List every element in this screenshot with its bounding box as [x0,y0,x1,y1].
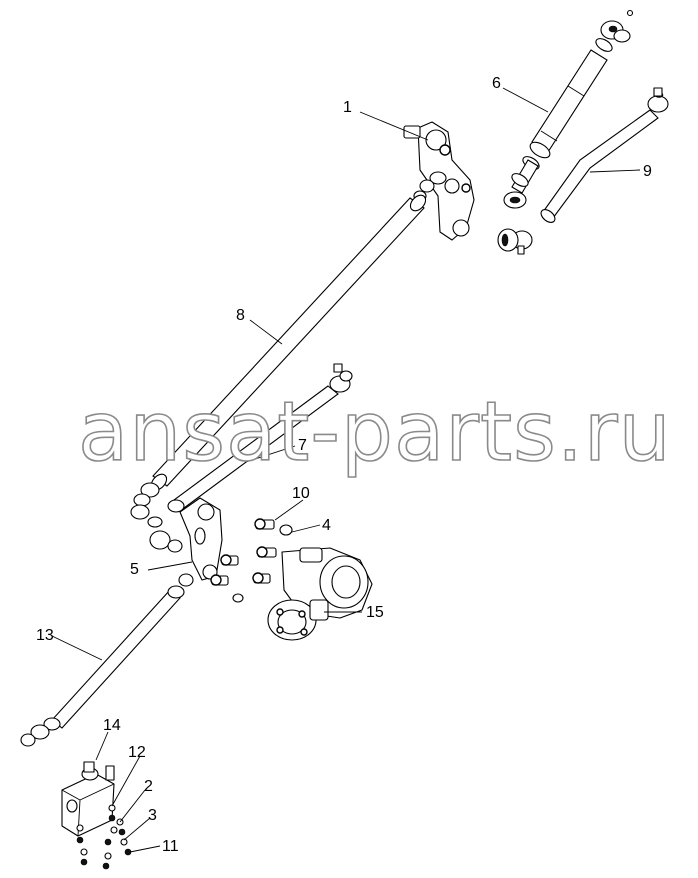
part-14-valve-block [61,761,115,837]
callout-4: 4 [322,517,331,534]
callout-2: 2 [144,778,153,795]
part-7-rod [167,363,353,513]
part-5-lower-bellcrank [130,497,223,587]
callout-13: 13 [36,627,54,644]
part-1-bellcrank [403,121,475,241]
callout-labels: 1 6 9 8 7 10 4 5 15 13 14 12 2 3 11 [36,75,652,855]
fasteners [210,518,293,603]
callout-14: 14 [103,717,121,734]
part-9-bent-rod [497,87,669,255]
callout-1: 1 [343,99,352,116]
callout-11: 11 [162,838,179,855]
callout-10: 10 [292,485,310,502]
part-15-gearbox [267,547,373,641]
callout-9: 9 [643,163,652,180]
callout-12: 12 [128,744,146,761]
callout-3: 3 [148,807,157,824]
part-13-rod [20,585,185,747]
callout-6: 6 [492,75,501,92]
leader-lines [51,87,641,853]
part-8-long-rod [133,194,427,507]
small-fittings [76,804,132,870]
callout-15: 15 [366,604,384,621]
callout-8: 8 [236,307,245,324]
part-6-cylinder [503,9,634,209]
watermark-text: ansat-parts.ru [78,385,672,480]
callout-5: 5 [130,561,139,578]
callout-7: 7 [298,437,307,454]
